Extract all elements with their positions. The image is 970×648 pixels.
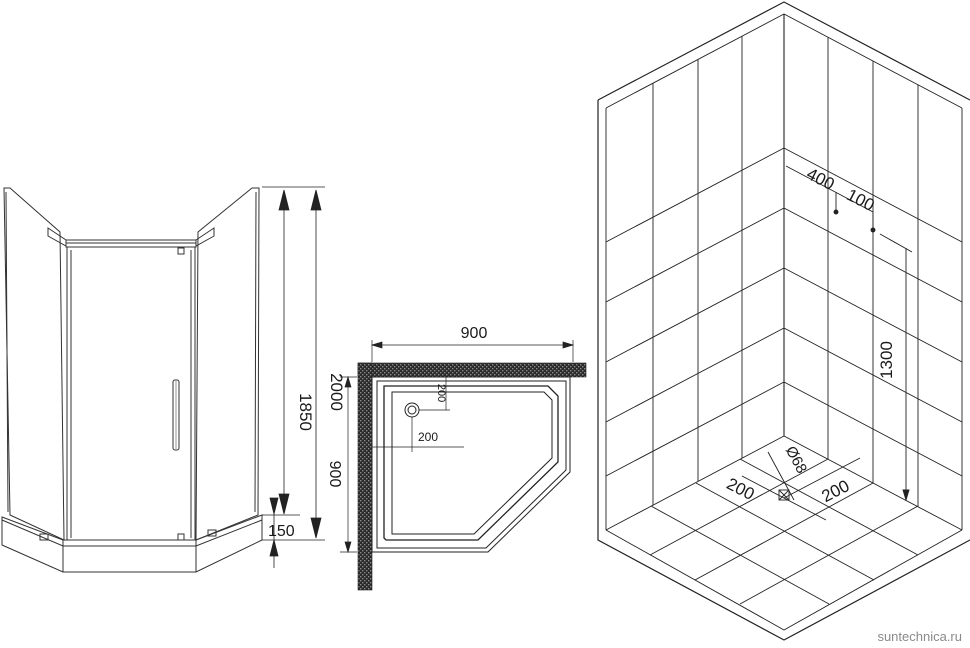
arrow-down: [269, 497, 279, 515]
mixer-point-right: [870, 227, 876, 233]
arrow-down: [278, 493, 290, 515]
label-drain-diameter: Ø68: [782, 443, 810, 476]
left-glass-frame: [5, 191, 9, 513]
arrow-up: [269, 539, 279, 557]
floor-tiles: [649, 458, 919, 605]
label-tray-width: 900: [461, 325, 488, 342]
ext-line-1300: [879, 233, 913, 253]
arrow-down: [310, 517, 322, 539]
drain-diameter-leader: [767, 451, 795, 501]
enclosure-elevation: [1, 187, 263, 573]
tray-outer-rim: [376, 380, 567, 549]
tray-inner: [383, 385, 559, 541]
arrow-up: [344, 375, 352, 388]
hinge-bottom: [177, 533, 185, 541]
elevation-dimensions: [262, 186, 325, 568]
arrow-up: [310, 189, 322, 211]
arrow-down: [344, 541, 352, 554]
label-drain-offset-y: 200: [435, 384, 447, 402]
mixer-point-left: [833, 209, 839, 215]
left-glass-panel: [3, 187, 65, 541]
top-bracket-right: [195, 227, 215, 247]
hinge-top: [177, 247, 185, 255]
label-mixer-spacing: 100: [844, 185, 878, 215]
watermark: suntechnica.ru: [877, 629, 962, 644]
arrow-left: [370, 341, 383, 349]
tray-base: [1, 514, 263, 573]
arrow-right: [562, 341, 575, 349]
tray-basin: [391, 391, 553, 535]
tray-rim: [1, 519, 263, 547]
label-mixer-offset: 400: [804, 164, 838, 194]
arrow-down: [902, 489, 910, 502]
door-panel: [66, 246, 196, 541]
arrow-up: [278, 189, 290, 211]
box-top-edge: [597, 1, 970, 101]
foot-left: [39, 533, 49, 541]
label-height-door: 1850: [296, 393, 315, 431]
left-wall-tiles: [605, 36, 785, 505]
right-glass-frame: [254, 191, 257, 513]
top-bracket-left: [47, 227, 67, 247]
drain-hole-outer: [404, 402, 420, 418]
label-tray-depth: 900: [326, 461, 343, 488]
wall-top: [357, 362, 587, 378]
drain-hole-inner: [407, 405, 417, 415]
label-drain-offset-x: 200: [418, 430, 438, 444]
drain-grate: [778, 489, 790, 501]
label-height-tray: 150: [268, 523, 295, 540]
drain-grate-x: [778, 489, 790, 501]
dim-mixer-line: [785, 165, 874, 213]
right-glass-panel: [195, 187, 260, 541]
tray-outer: [371, 376, 571, 553]
wall-layout: [597, 1, 970, 641]
foot-right: [207, 529, 217, 537]
floor-front-edge: [605, 529, 963, 631]
wall-left: [357, 362, 373, 591]
tray-plan: 900 900 200 200: [326, 325, 587, 591]
label-mixer-height: 1300: [877, 341, 896, 379]
right-wall-tiles: [783, 37, 963, 507]
box-bottom-edge: [597, 100, 970, 641]
dim-drain-right: [783, 457, 861, 499]
label-drain-offset-right: 200: [819, 476, 853, 506]
label-height-total: 2000: [327, 373, 346, 411]
